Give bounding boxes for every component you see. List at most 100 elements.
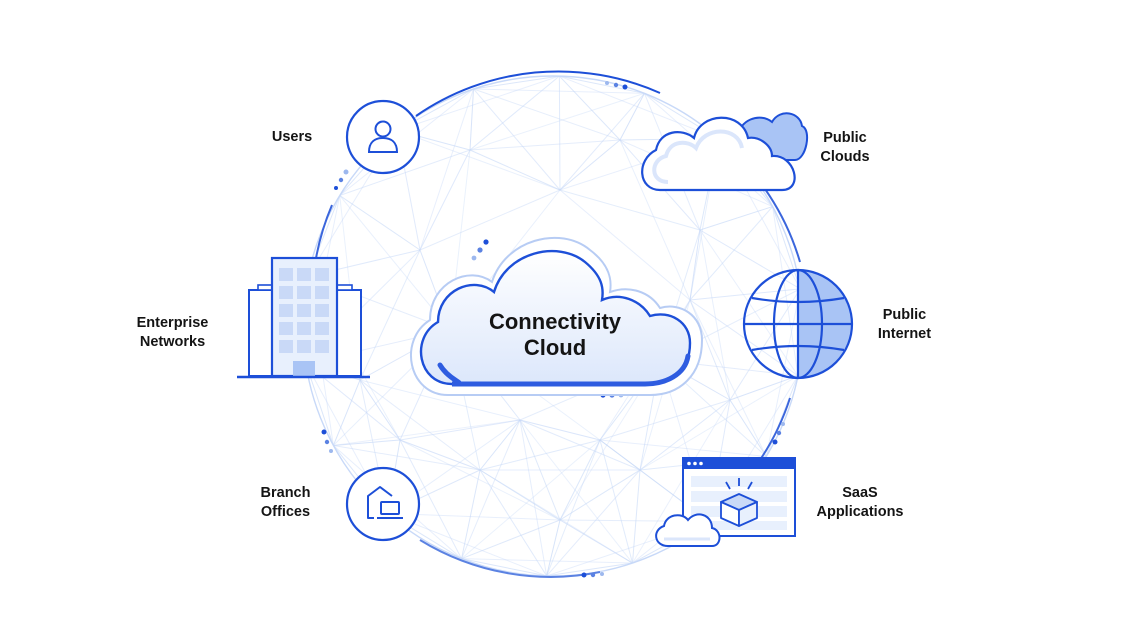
user-icon — [367, 120, 399, 153]
house-laptop-icon — [367, 486, 403, 519]
mesh-line — [619, 93, 645, 141]
mesh-line — [689, 206, 773, 301]
mesh-line — [699, 229, 731, 401]
office-building-icon — [237, 256, 370, 379]
mesh-line — [469, 92, 645, 151]
mesh-line — [772, 206, 801, 290]
mesh-line — [519, 419, 633, 564]
building-window — [279, 322, 293, 335]
mesh-line — [399, 439, 561, 521]
mesh-line — [639, 375, 799, 471]
mesh-line — [333, 439, 401, 446]
mesh-line — [729, 399, 767, 457]
mesh-line — [689, 299, 767, 457]
outer-ring-arc-bottom-right — [759, 397, 791, 461]
mesh-line — [772, 206, 799, 376]
mesh-line — [399, 419, 521, 441]
building-window — [297, 322, 311, 335]
building-window — [279, 340, 293, 353]
building-window — [279, 286, 293, 299]
saas-applications-window — [655, 457, 796, 547]
mesh-line — [689, 229, 701, 301]
mesh-line — [473, 75, 560, 90]
branch-offices-node — [345, 466, 421, 542]
mesh-line — [546, 562, 633, 577]
mesh-line — [519, 419, 641, 471]
mesh-line — [419, 189, 561, 251]
building-window — [315, 340, 329, 353]
building-window — [297, 304, 311, 317]
mesh-line — [619, 139, 691, 301]
mesh-line — [461, 439, 601, 560]
mesh-line — [765, 288, 801, 457]
mesh-line — [689, 299, 799, 377]
mesh-line — [689, 299, 731, 401]
mesh-line — [473, 88, 561, 191]
mesh-line — [359, 379, 521, 421]
mesh-line — [461, 558, 547, 577]
mesh-line — [546, 519, 561, 577]
mesh-line — [461, 469, 481, 559]
mesh-line — [359, 249, 421, 381]
public-internet-label: Public Internet — [877, 307, 932, 342]
mesh-line — [639, 399, 731, 471]
mesh-line — [559, 469, 641, 521]
mesh-line — [599, 399, 731, 441]
mesh-line — [419, 88, 474, 251]
mesh-line — [559, 519, 633, 564]
building-window — [315, 322, 329, 335]
center-title: Connectivity Cloud — [488, 309, 622, 360]
enterprise-networks-building — [237, 256, 370, 379]
mesh-line — [729, 288, 801, 401]
mesh-line — [359, 379, 401, 441]
mesh-line — [333, 444, 481, 471]
building-window — [297, 286, 311, 299]
enterprise-networks-label: Enterprise Networks — [136, 315, 209, 350]
outer-ring-arc-top — [415, 70, 661, 117]
mesh-line — [699, 206, 773, 231]
users-node — [345, 99, 421, 175]
mesh-line — [632, 399, 731, 564]
building-window — [297, 268, 311, 281]
public-internet-globe — [742, 268, 854, 380]
building-window — [297, 340, 311, 353]
building-window — [279, 268, 293, 281]
building-window — [315, 268, 329, 281]
public-clouds-graphic — [641, 112, 809, 192]
mesh-line — [599, 439, 641, 471]
connectivity-cloud-icon — [410, 236, 704, 396]
outer-ring-arc-bottom — [419, 539, 601, 578]
mesh-line — [765, 375, 799, 457]
app-window-box-icon — [655, 457, 796, 547]
mesh-line — [559, 189, 691, 301]
mesh-line — [419, 149, 471, 251]
mesh-line — [519, 419, 601, 441]
building-window — [315, 286, 329, 299]
mesh-line — [461, 558, 633, 564]
mesh-line — [461, 419, 521, 559]
mesh-line — [558, 76, 561, 191]
package-box-icon — [720, 478, 758, 527]
mesh-line — [397, 75, 560, 131]
cloud-icon — [641, 112, 809, 192]
mesh-line — [359, 379, 481, 471]
mesh-line — [689, 288, 801, 301]
branch-offices-label: Branch Offices — [260, 485, 311, 520]
mesh-line — [469, 88, 475, 151]
mesh-line — [559, 439, 601, 521]
mesh-line — [631, 469, 641, 564]
mesh-line — [473, 88, 621, 141]
users-label: Users — [271, 129, 313, 145]
mesh-line — [479, 469, 561, 521]
mesh-line — [479, 469, 548, 577]
mesh-line — [461, 519, 561, 560]
mesh-line — [519, 419, 548, 577]
mesh-line — [339, 195, 421, 251]
mesh-line — [559, 139, 621, 191]
mesh-line — [546, 469, 641, 577]
mesh-line — [729, 375, 799, 401]
mesh-line — [469, 75, 560, 151]
mesh-line — [559, 93, 645, 191]
mesh-line — [519, 419, 561, 521]
mesh-line — [559, 75, 621, 141]
